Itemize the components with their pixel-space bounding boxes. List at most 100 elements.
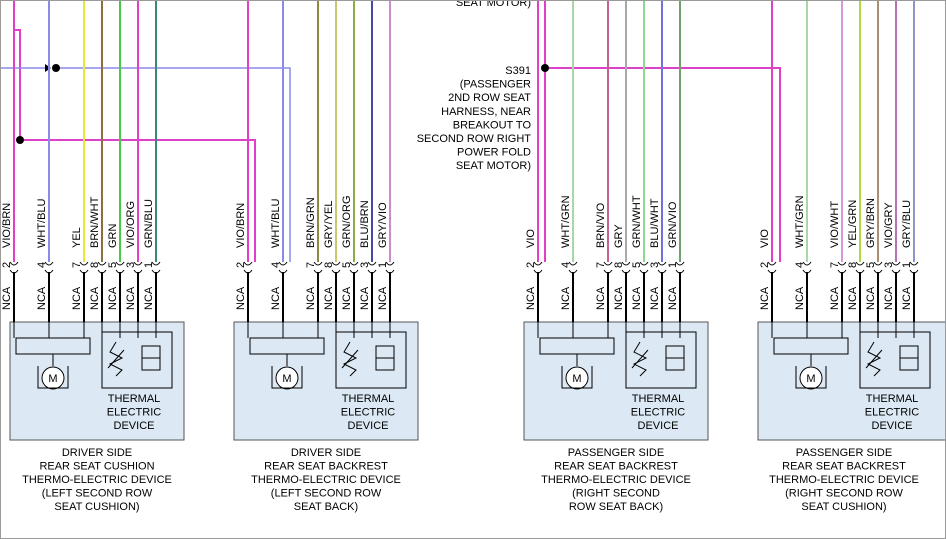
motor-icon	[799, 366, 823, 390]
motor-housing	[15, 337, 91, 355]
wire-color-label: VIO/ORG	[125, 201, 137, 248]
wire-color-label: VIO/GRY	[883, 202, 895, 248]
nca-label: NCA	[107, 286, 119, 310]
motor-icon	[275, 366, 299, 390]
wire-color-label: BLU/BRN	[359, 200, 371, 248]
module-caption: REAR SEAT BACKREST	[782, 461, 906, 473]
nca-label: NCA	[359, 286, 371, 310]
motor-frame	[795, 366, 827, 389]
module-caption: ROW SEAT BACK)	[569, 501, 663, 513]
splice-dot	[541, 64, 549, 72]
splice-label-line: POWER FOLD	[457, 147, 531, 159]
pin-number: 3	[883, 262, 895, 268]
module-caption: (RIGHT SECOND	[572, 488, 660, 500]
motor-symbol: M	[48, 373, 57, 385]
wire-color-label: WHT/BLU	[270, 198, 282, 248]
thermal-device-label: ELECTRIC	[107, 407, 161, 419]
motor-symbol: M	[282, 373, 291, 385]
wire-color-label: VIO	[759, 229, 771, 248]
module-caption: THERMO-ELECTRIC DEVICE	[541, 474, 691, 486]
wire-color-label: GRY/BRN	[865, 198, 877, 248]
thermistor-arrow	[631, 349, 649, 369]
nca-label: NCA	[305, 286, 317, 310]
module-caption: SEAT BACK)	[294, 501, 358, 513]
nca-label: NCA	[794, 286, 806, 310]
thermistor-arrow	[107, 349, 125, 369]
thermal-device-label: DEVICE	[348, 420, 389, 432]
module-caption: DRIVER SIDE	[291, 447, 361, 459]
motor-icon	[565, 366, 589, 390]
motor-symbol: M	[806, 373, 815, 385]
wire-color-label: BRN/WHT	[89, 196, 101, 248]
nca-label: NCA	[883, 286, 895, 310]
module-caption: THERMO-ELECTRIC DEVICE	[769, 474, 919, 486]
wire-color-label: YEL/GRN	[847, 200, 859, 248]
pin-number: 2	[235, 262, 247, 268]
motor-symbol: M	[572, 373, 581, 385]
pin-number: 1	[667, 262, 679, 268]
nca-label: NCA	[323, 286, 335, 310]
nca-label: NCA	[1, 286, 13, 310]
pin-number: 1	[901, 262, 913, 268]
module-2: 2VIO/BRNNCA4WHT/BLUNCA7BRN/GRNNCA8GRY/YE…	[233, 0, 419, 513]
pin-number: 8	[323, 262, 335, 268]
thermistor-arrow	[865, 349, 883, 369]
thermal-device-label: DEVICE	[114, 420, 155, 432]
thermal-device-label: DEVICE	[638, 420, 679, 432]
thermistor-icon	[632, 341, 648, 377]
thermal-device-frame	[101, 331, 173, 389]
pin-number: 5	[107, 262, 119, 268]
pin-number: 5	[341, 262, 353, 268]
motor-frame	[561, 366, 593, 389]
splice-label-line: SEAT MOTOR)	[456, 160, 531, 172]
nca-label: NCA	[235, 286, 247, 310]
wire-color-label: GRN/VIO	[667, 201, 679, 248]
nca-label: NCA	[759, 286, 771, 310]
pin-number: 4	[270, 262, 282, 268]
thermal-device-label: THERMAL	[342, 393, 395, 405]
nca-label: NCA	[525, 286, 537, 310]
module-caption: (LEFT SECOND ROW	[271, 488, 382, 500]
splice-label-line: 2ND ROW SEAT	[448, 92, 531, 104]
feed-wire-wht-right	[56, 67, 291, 262]
wire-color-label: VIO/BRN	[235, 203, 247, 248]
thermal-device-label: ELECTRIC	[865, 407, 919, 419]
pin-number: 7	[595, 262, 607, 268]
splice-label-line: S391	[505, 65, 531, 77]
pin-number: 2	[525, 262, 537, 268]
module-caption: SEAT CUSHION)	[801, 501, 886, 513]
pin-number: 5	[865, 262, 877, 268]
wire-color-label: WHT/BLU	[36, 198, 48, 248]
pin-number: 3	[125, 262, 137, 268]
thermal-device-label: THERMAL	[632, 393, 685, 405]
thermal-device-label: DEVICE	[872, 420, 913, 432]
nca-label: NCA	[847, 286, 859, 310]
splice-label-line: HARNESS, NEAR	[441, 106, 531, 118]
nca-label: NCA	[270, 286, 282, 310]
nca-label: NCA	[667, 286, 679, 310]
pin-number: 4	[36, 262, 48, 268]
wire-color-label: GRY	[613, 224, 625, 248]
nca-label: NCA	[125, 286, 137, 310]
wire-color-label: BRN/VIO	[595, 202, 607, 248]
wire-color-label: BRN/GRN	[305, 197, 317, 248]
thermistor-icon	[108, 341, 124, 377]
wire-color-label: YEL	[71, 227, 83, 248]
wire-color-label: VIO/BRN	[1, 203, 13, 248]
pin-number: 7	[829, 262, 841, 268]
wire-color-label: GRY/VIO	[377, 202, 389, 248]
pin-number: 3	[359, 262, 371, 268]
nca-label: NCA	[865, 286, 877, 310]
nca-label: NCA	[560, 286, 572, 310]
wire-color-label: BLU/WHT	[649, 198, 661, 248]
pin-number: 4	[560, 262, 572, 268]
nca-label: NCA	[595, 286, 607, 310]
feed-wire-vio-s391	[545, 67, 781, 262]
wire-color-label: GRY/YEL	[323, 201, 335, 249]
feed-wire-vio-right	[20, 139, 256, 262]
module-caption: THERMO-ELECTRIC DEVICE	[22, 474, 172, 486]
pin-number: 2	[759, 262, 771, 268]
nca-label: NCA	[71, 286, 83, 310]
wire-color-label: GRN/ORG	[341, 195, 353, 248]
